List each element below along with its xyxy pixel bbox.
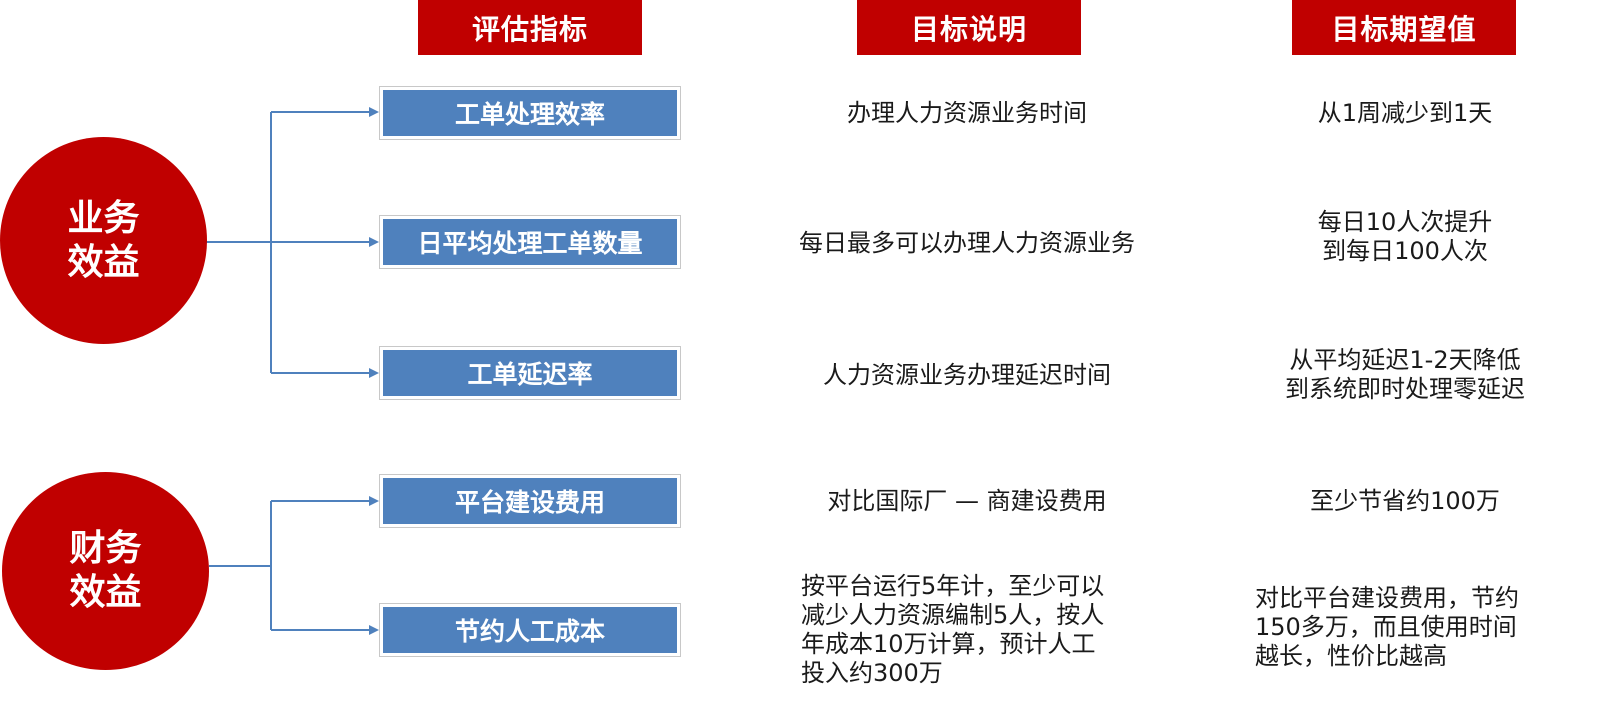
metric-box-row4: 平台建设费用 [379,474,681,528]
metric-label-row5: 节约人工成本 [383,607,677,653]
metric-label-row4: 平台建设费用 [383,478,677,524]
description-row5-line1: 按平台运行5年计，至少可以 [801,572,1105,600]
group-financial-line1: 财务 [69,528,142,569]
metric-box-row1: 工单处理效率 [379,86,681,140]
group-financial-line2: 效益 [69,572,142,613]
description-row5: 按平台运行5年计，至少可以 减少人力资源编制5人，按人 年成本10万计算，预计人… [801,572,1161,688]
description-row5-line2: 减少人力资源编制5人，按人 [801,601,1105,629]
target-row5: 对比平台建设费用，节约 150多万，而且使用时间 越长，性价比越高 [1255,584,1575,671]
target-row3-line1: 从平均延迟1-2天降低 [1289,346,1521,374]
group-business-line1: 业务 [67,197,140,239]
target-row3-line2: 到系统即时处理零延迟 [1285,375,1525,403]
metric-box-row3: 工单延迟率 [379,346,681,400]
target-row2-line2: 到每日100人次 [1322,237,1488,265]
metric-box-row2: 日平均处理工单数量 [379,215,681,269]
metric-label-row3: 工单延迟率 [383,350,677,396]
description-row3: 人力资源业务办理延迟时间 [767,361,1167,390]
header-target: 目标期望值 [1292,0,1516,55]
target-row5-line3: 越长，性价比越高 [1255,642,1447,670]
description-row4-line1: 对比国际厂 — 商建设费用 [827,487,1107,515]
description-row3-line1: 人力资源业务办理延迟时间 [823,361,1111,389]
target-row2-line1: 每日10人次提升 [1317,208,1493,236]
description-row1: 办理人力资源业务时间 [767,99,1167,128]
description-row5-line3: 年成本10万计算，预计人工 [801,630,1096,658]
target-row4: 至少节省约100万 [1250,487,1560,516]
target-row4-line1: 至少节省约100万 [1310,487,1500,515]
target-row5-line1: 对比平台建设费用，节约 [1255,584,1519,612]
metric-box-row5: 节约人工成本 [379,603,681,657]
target-row5-line2: 150多万，而且使用时间 [1255,613,1517,641]
target-row2: 每日10人次提升 到每日100人次 [1250,208,1560,266]
target-row1-line1: 从1周减少到1天 [1317,99,1493,127]
target-row1: 从1周减少到1天 [1250,99,1560,128]
description-row4: 对比国际厂 — 商建设费用 [767,487,1167,516]
metric-label-row2: 日平均处理工单数量 [383,219,677,265]
metric-label-row1: 工单处理效率 [383,90,677,136]
description-row2-line1: 每日最多可以办理人力资源业务 [799,229,1135,257]
group-circle-business: 业务 效益 [0,137,207,344]
header-description: 目标说明 [857,0,1081,55]
group-business-line2: 效益 [67,241,140,283]
description-row2: 每日最多可以办理人力资源业务 [767,229,1167,258]
target-row3: 从平均延迟1-2天降低 到系统即时处理零延迟 [1250,346,1560,404]
header-metric: 评估指标 [418,0,642,55]
description-row1-line1: 办理人力资源业务时间 [847,99,1087,127]
group-circle-financial: 财务 效益 [2,472,209,670]
description-row5-line4: 投入约300万 [801,659,943,687]
